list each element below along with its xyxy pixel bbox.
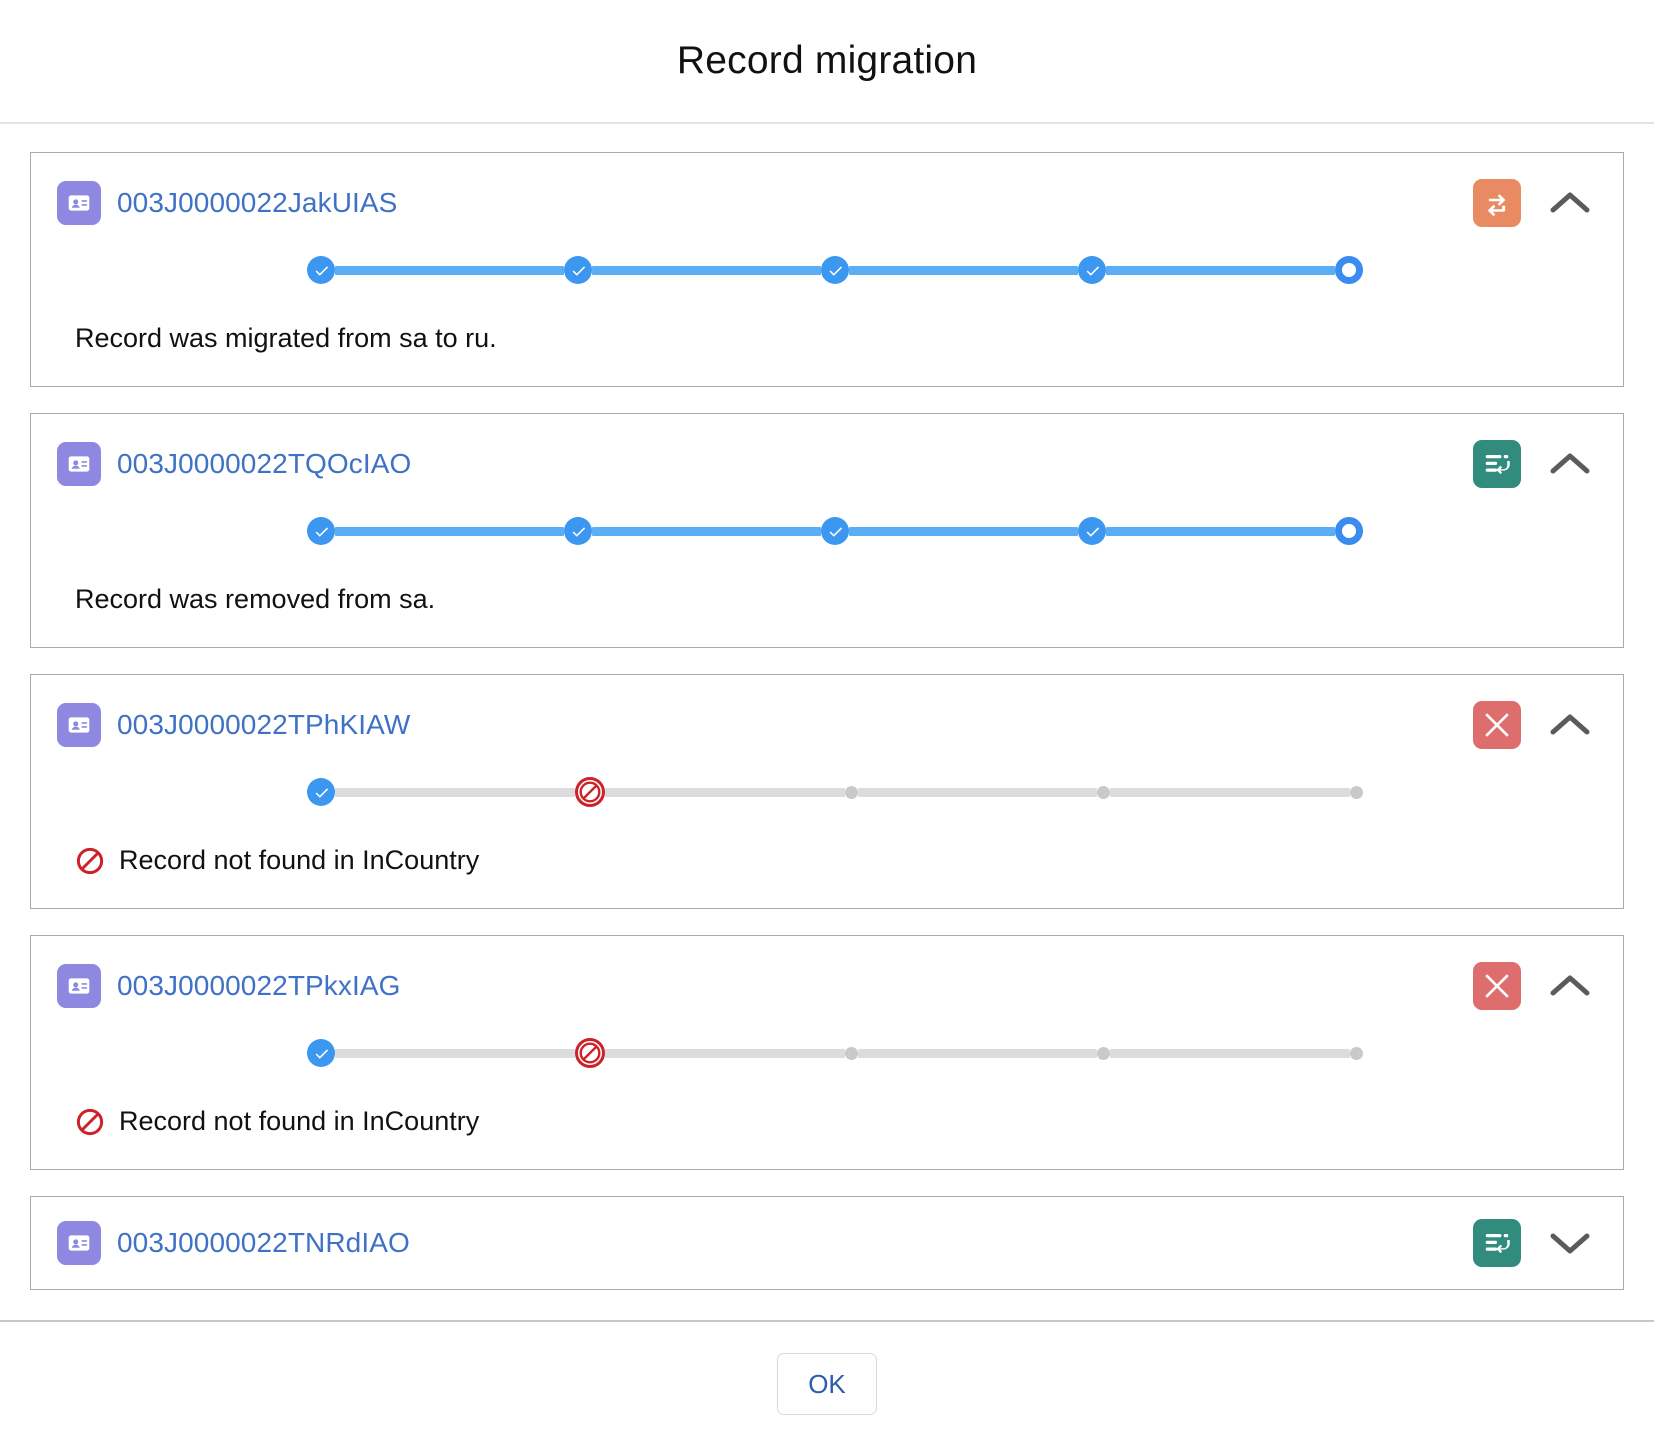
record-card: 003J0000022JakUIAS Record was migrated fr…: [30, 152, 1624, 387]
chevron-down-icon[interactable]: [1543, 1219, 1597, 1267]
status-badge: [1473, 962, 1521, 1010]
record-message: Record not found in InCountry: [31, 809, 1623, 908]
step-connector: [335, 265, 564, 275]
chevron-up-icon[interactable]: [1543, 440, 1597, 488]
contact-card-icon: [57, 964, 101, 1008]
step-node-pending: [1097, 1046, 1111, 1060]
record-message-text: Record not found in InCountry: [119, 1106, 480, 1136]
step-node-done: [307, 517, 335, 545]
dialog-footer: OK: [0, 1320, 1654, 1446]
step-connector: [604, 787, 845, 797]
close-x-icon: [1481, 970, 1513, 1002]
record-card: 003J0000022TQOcIAO Record was removed fro…: [30, 413, 1624, 648]
contact-card-icon: [57, 181, 101, 225]
step-node-current: [1335, 256, 1363, 284]
step-connector: [1110, 1048, 1350, 1058]
step-node-done: [307, 256, 335, 284]
status-badge: [1473, 179, 1521, 227]
progress-stepper: [307, 514, 1623, 548]
step-connector: [592, 265, 821, 275]
step-connector: [849, 526, 1078, 536]
record-message-text: Record not found in InCountry: [119, 845, 480, 875]
status-badge: [1473, 701, 1521, 749]
step-node-pending: [1097, 785, 1111, 799]
chevron-up-icon[interactable]: [1543, 179, 1597, 227]
step-connector: [1106, 526, 1335, 536]
record-header[interactable]: 003J0000022JakUIAS: [31, 153, 1623, 227]
dialog-header: Record migration: [0, 0, 1654, 124]
contact-card-icon: [57, 442, 101, 486]
step-node-error: [574, 777, 605, 807]
record-message-text: Record was migrated from sa to ru.: [75, 323, 497, 353]
step-node-done: [307, 778, 335, 806]
list-return-icon: [1482, 1228, 1512, 1258]
sync-arrows-icon: [1482, 188, 1512, 218]
step-node-done: [1078, 517, 1106, 545]
progress-stepper: [307, 1036, 1623, 1070]
step-connector: [592, 526, 821, 536]
step-connector: [335, 787, 575, 797]
record-message-text: Record was removed from sa.: [75, 584, 436, 614]
record-id-link[interactable]: 003J0000022TQOcIAO: [117, 448, 412, 479]
step-connector: [335, 526, 564, 536]
list-return-icon: [1482, 449, 1512, 479]
step-connector: [849, 265, 1078, 275]
record-header[interactable]: 003J0000022TNRdIAO: [31, 1197, 1623, 1289]
step-node-done: [821, 517, 849, 545]
contact-card-icon: [57, 1221, 101, 1265]
record-message: Record was migrated from sa to ru.: [31, 287, 1623, 386]
step-connector: [857, 787, 1098, 797]
status-badge: [1473, 440, 1521, 488]
step-connector: [1106, 265, 1335, 275]
record-list: 003J0000022JakUIAS Record was migrated fr…: [0, 124, 1654, 1320]
record-header[interactable]: 003J0000022TPkxIAG: [31, 936, 1623, 1010]
record-id-link[interactable]: 003J0000022TPkxIAG: [117, 970, 401, 1001]
step-node-current: [1335, 517, 1363, 545]
record-header[interactable]: 003J0000022TPhKIAW: [31, 675, 1623, 749]
step-node-done: [564, 517, 592, 545]
step-node-pending: [844, 785, 858, 799]
step-node-done: [564, 256, 592, 284]
step-node-pending: [1350, 1046, 1363, 1060]
record-id-link[interactable]: 003J0000022TNRdIAO: [117, 1227, 410, 1258]
step-node-done: [1078, 256, 1106, 284]
close-x-icon: [1481, 709, 1513, 741]
page-title: Record migration: [676, 39, 978, 82]
step-connector: [857, 1048, 1098, 1058]
status-badge: [1473, 1219, 1521, 1267]
record-id-link[interactable]: 003J0000022JakUIAS: [117, 187, 398, 218]
step-node-done: [307, 1039, 335, 1067]
record-message: Record was removed from sa.: [31, 548, 1623, 647]
ok-button[interactable]: OK: [777, 1353, 877, 1415]
step-node-done: [821, 256, 849, 284]
record-card: 003J0000022TPkxIAG Record not found in In…: [30, 935, 1624, 1170]
record-message: Record not found in InCountry: [31, 1070, 1623, 1169]
chevron-up-icon[interactable]: [1543, 962, 1597, 1010]
step-connector: [604, 1048, 845, 1058]
record-id-link[interactable]: 003J0000022TPhKIAW: [117, 709, 411, 740]
ban-icon: [75, 846, 105, 876]
record-card: 003J0000022TNRdIAO: [30, 1196, 1624, 1290]
step-connector: [1110, 787, 1350, 797]
progress-stepper: [307, 775, 1623, 809]
step-node-pending: [844, 1046, 858, 1060]
step-node-pending: [1350, 785, 1363, 799]
step-node-error: [574, 1038, 605, 1068]
chevron-up-icon[interactable]: [1543, 701, 1597, 749]
record-header[interactable]: 003J0000022TQOcIAO: [31, 414, 1623, 488]
step-connector: [335, 1048, 575, 1058]
contact-card-icon: [57, 703, 101, 747]
progress-stepper: [307, 253, 1623, 287]
ban-icon: [75, 1107, 105, 1137]
record-card: 003J0000022TPhKIAW Record not found in In…: [30, 674, 1624, 909]
